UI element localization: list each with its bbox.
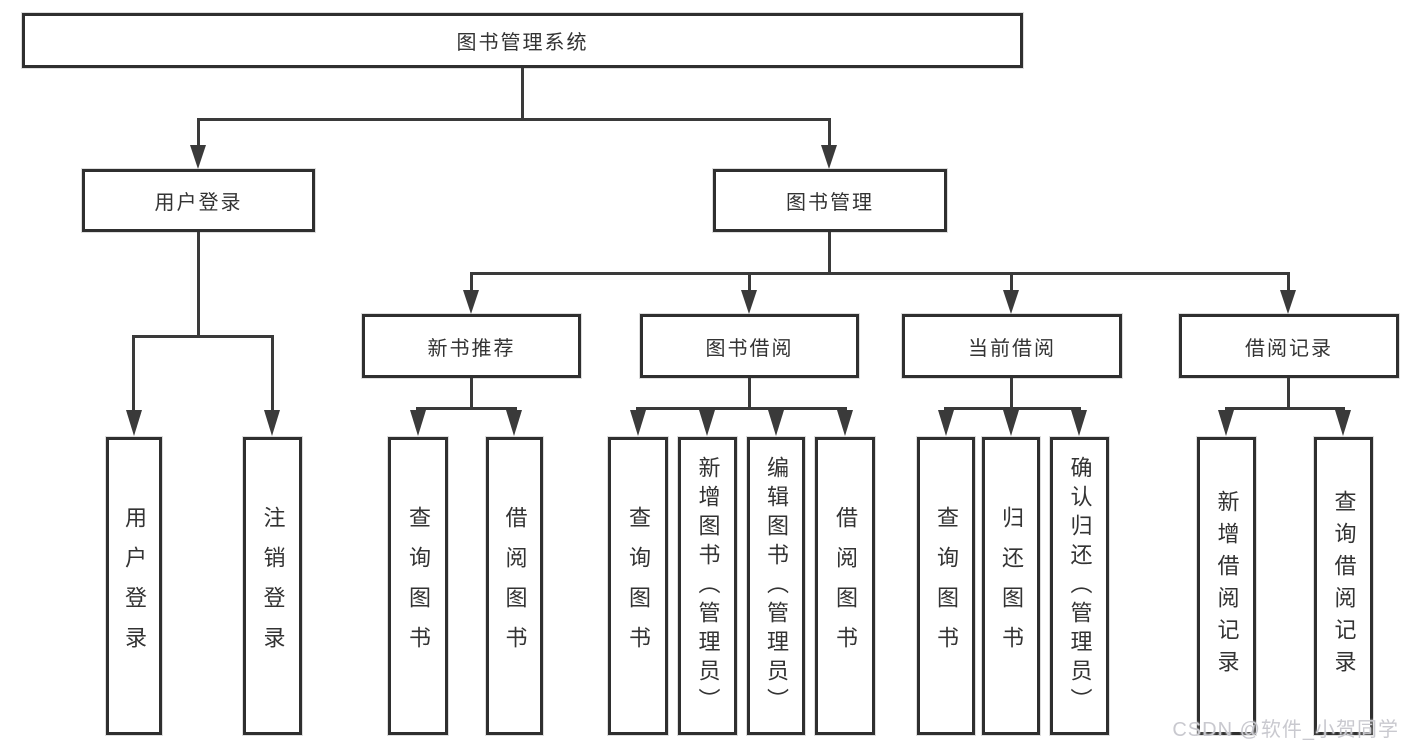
node-new-book-recommend-label: 新书推荐 [427, 337, 516, 360]
leaf-logout-label: 注销登录 [260, 506, 286, 666]
connector-user-login-rail [132, 335, 274, 338]
node-current-borrow: 当前借阅 [902, 314, 1122, 378]
connector-root-stem [521, 68, 524, 118]
arrow-to-recommend-borrow-books [506, 410, 522, 436]
connector-user-login-leaf1-drop [132, 335, 135, 412]
node-user-login: 用户登录 [82, 169, 315, 232]
leaf-records-add-record: 新增借阅记录 [1197, 437, 1256, 735]
arrow-to-borrow-borrow-books [837, 410, 853, 436]
connector-level3-rail [470, 272, 1290, 275]
leaf-recommend-query-books: 查询图书 [388, 437, 448, 735]
leaf-borrow-borrow-books-label: 借阅图书 [833, 506, 858, 666]
connector-current-borrow-drop [1010, 272, 1013, 292]
arrow-to-book-borrow [741, 290, 757, 314]
leaf-records-query-record: 查询借阅记录 [1314, 437, 1373, 735]
leaf-current-return-books-label: 归还图书 [999, 506, 1024, 666]
connector-user-login-drop [197, 118, 200, 147]
arrow-to-user-login [190, 145, 206, 169]
node-borrow-records: 借阅记录 [1179, 314, 1399, 378]
leaf-user-login-label: 用户登录 [122, 506, 147, 666]
connector-recommend-stem [470, 378, 473, 407]
arrow-to-records-add-record [1218, 410, 1234, 436]
connector-borrow-records-drop [1287, 272, 1290, 292]
node-book-borrow: 图书借阅 [640, 314, 859, 378]
leaf-recommend-borrow-books: 借阅图书 [486, 437, 543, 735]
arrow-to-borrow-add-books [699, 410, 715, 436]
leaf-borrow-borrow-books: 借阅图书 [815, 437, 875, 735]
leaf-borrow-add-books-admin-label: 新增图书（管理员） [695, 455, 721, 717]
arrow-to-book-management [821, 145, 837, 169]
leaf-current-query-books: 查询图书 [917, 437, 975, 735]
arrow-to-new-book-recommend [463, 290, 479, 314]
arrow-to-leaf-logout [264, 410, 280, 436]
arrow-to-current-confirm-return [1071, 410, 1087, 436]
connector-book-management-stem [828, 232, 831, 272]
connector-book-borrow-drop [748, 272, 751, 292]
connector-recommend-drop [470, 272, 473, 292]
arrow-to-current-borrow [1003, 290, 1019, 314]
leaf-current-confirm-return-admin: 确认归还（管理员） [1050, 437, 1109, 735]
arrow-to-leaf-user-login [126, 410, 142, 436]
arrow-to-borrow-records [1280, 290, 1296, 314]
connector-user-login-stem [197, 232, 200, 335]
connector-borrow-records-rail [1225, 407, 1345, 410]
connector-level2-rail [197, 118, 831, 121]
leaf-records-add-record-label: 新增借阅记录 [1214, 490, 1240, 682]
connector-book-borrow-stem [748, 378, 751, 407]
csdn-watermark: CSDN @软件_小贺同学 [1172, 719, 1399, 741]
arrow-to-recommend-query-books [410, 410, 426, 436]
connector-recommend-rail [416, 407, 517, 410]
node-user-login-label: 用户登录 [154, 192, 243, 214]
connector-user-login-leaf2-drop [271, 335, 274, 412]
leaf-recommend-borrow-books-label: 借阅图书 [502, 506, 528, 666]
arrow-to-current-query-books [938, 410, 954, 436]
leaf-borrow-add-books-admin: 新增图书（管理员） [678, 437, 737, 735]
leaf-borrow-edit-books-admin-label: 编辑图书（管理员） [764, 455, 789, 717]
leaf-current-confirm-return-admin-label: 确认归还（管理员） [1067, 455, 1093, 717]
node-book-management-label: 图书管理 [786, 192, 874, 214]
connector-book-borrow-rail [636, 407, 847, 410]
arrow-to-borrow-edit-books [768, 410, 784, 436]
connector-current-borrow-stem [1010, 378, 1013, 407]
leaf-borrow-query-books-label: 查询图书 [626, 506, 651, 666]
node-book-management: 图书管理 [713, 169, 947, 232]
leaf-user-login: 用户登录 [106, 437, 162, 735]
connector-book-management-drop [828, 118, 831, 147]
leaf-current-query-books-label: 查询图书 [934, 506, 959, 666]
arrow-to-borrow-query-books [630, 410, 646, 436]
connector-borrow-records-stem [1287, 378, 1290, 407]
arrow-to-records-query-record [1335, 410, 1351, 436]
node-current-borrow-label: 当前借阅 [968, 337, 1056, 360]
node-borrow-records-label: 借阅记录 [1245, 337, 1333, 360]
leaf-logout: 注销登录 [243, 437, 302, 735]
leaf-recommend-query-books-label: 查询图书 [406, 506, 431, 666]
node-root: 图书管理系统 [22, 13, 1023, 68]
connector-current-borrow-rail [944, 407, 1081, 410]
arrow-to-current-return-books [1003, 410, 1019, 436]
node-book-borrow-label: 图书借阅 [705, 337, 794, 360]
leaf-current-return-books: 归还图书 [982, 437, 1040, 735]
node-new-book-recommend: 新书推荐 [362, 314, 581, 378]
node-root-label: 图书管理系统 [456, 32, 589, 54]
leaf-borrow-query-books: 查询图书 [608, 437, 668, 735]
leaf-borrow-edit-books-admin: 编辑图书（管理员） [747, 437, 805, 735]
leaf-records-query-record-label: 查询借阅记录 [1331, 490, 1357, 682]
